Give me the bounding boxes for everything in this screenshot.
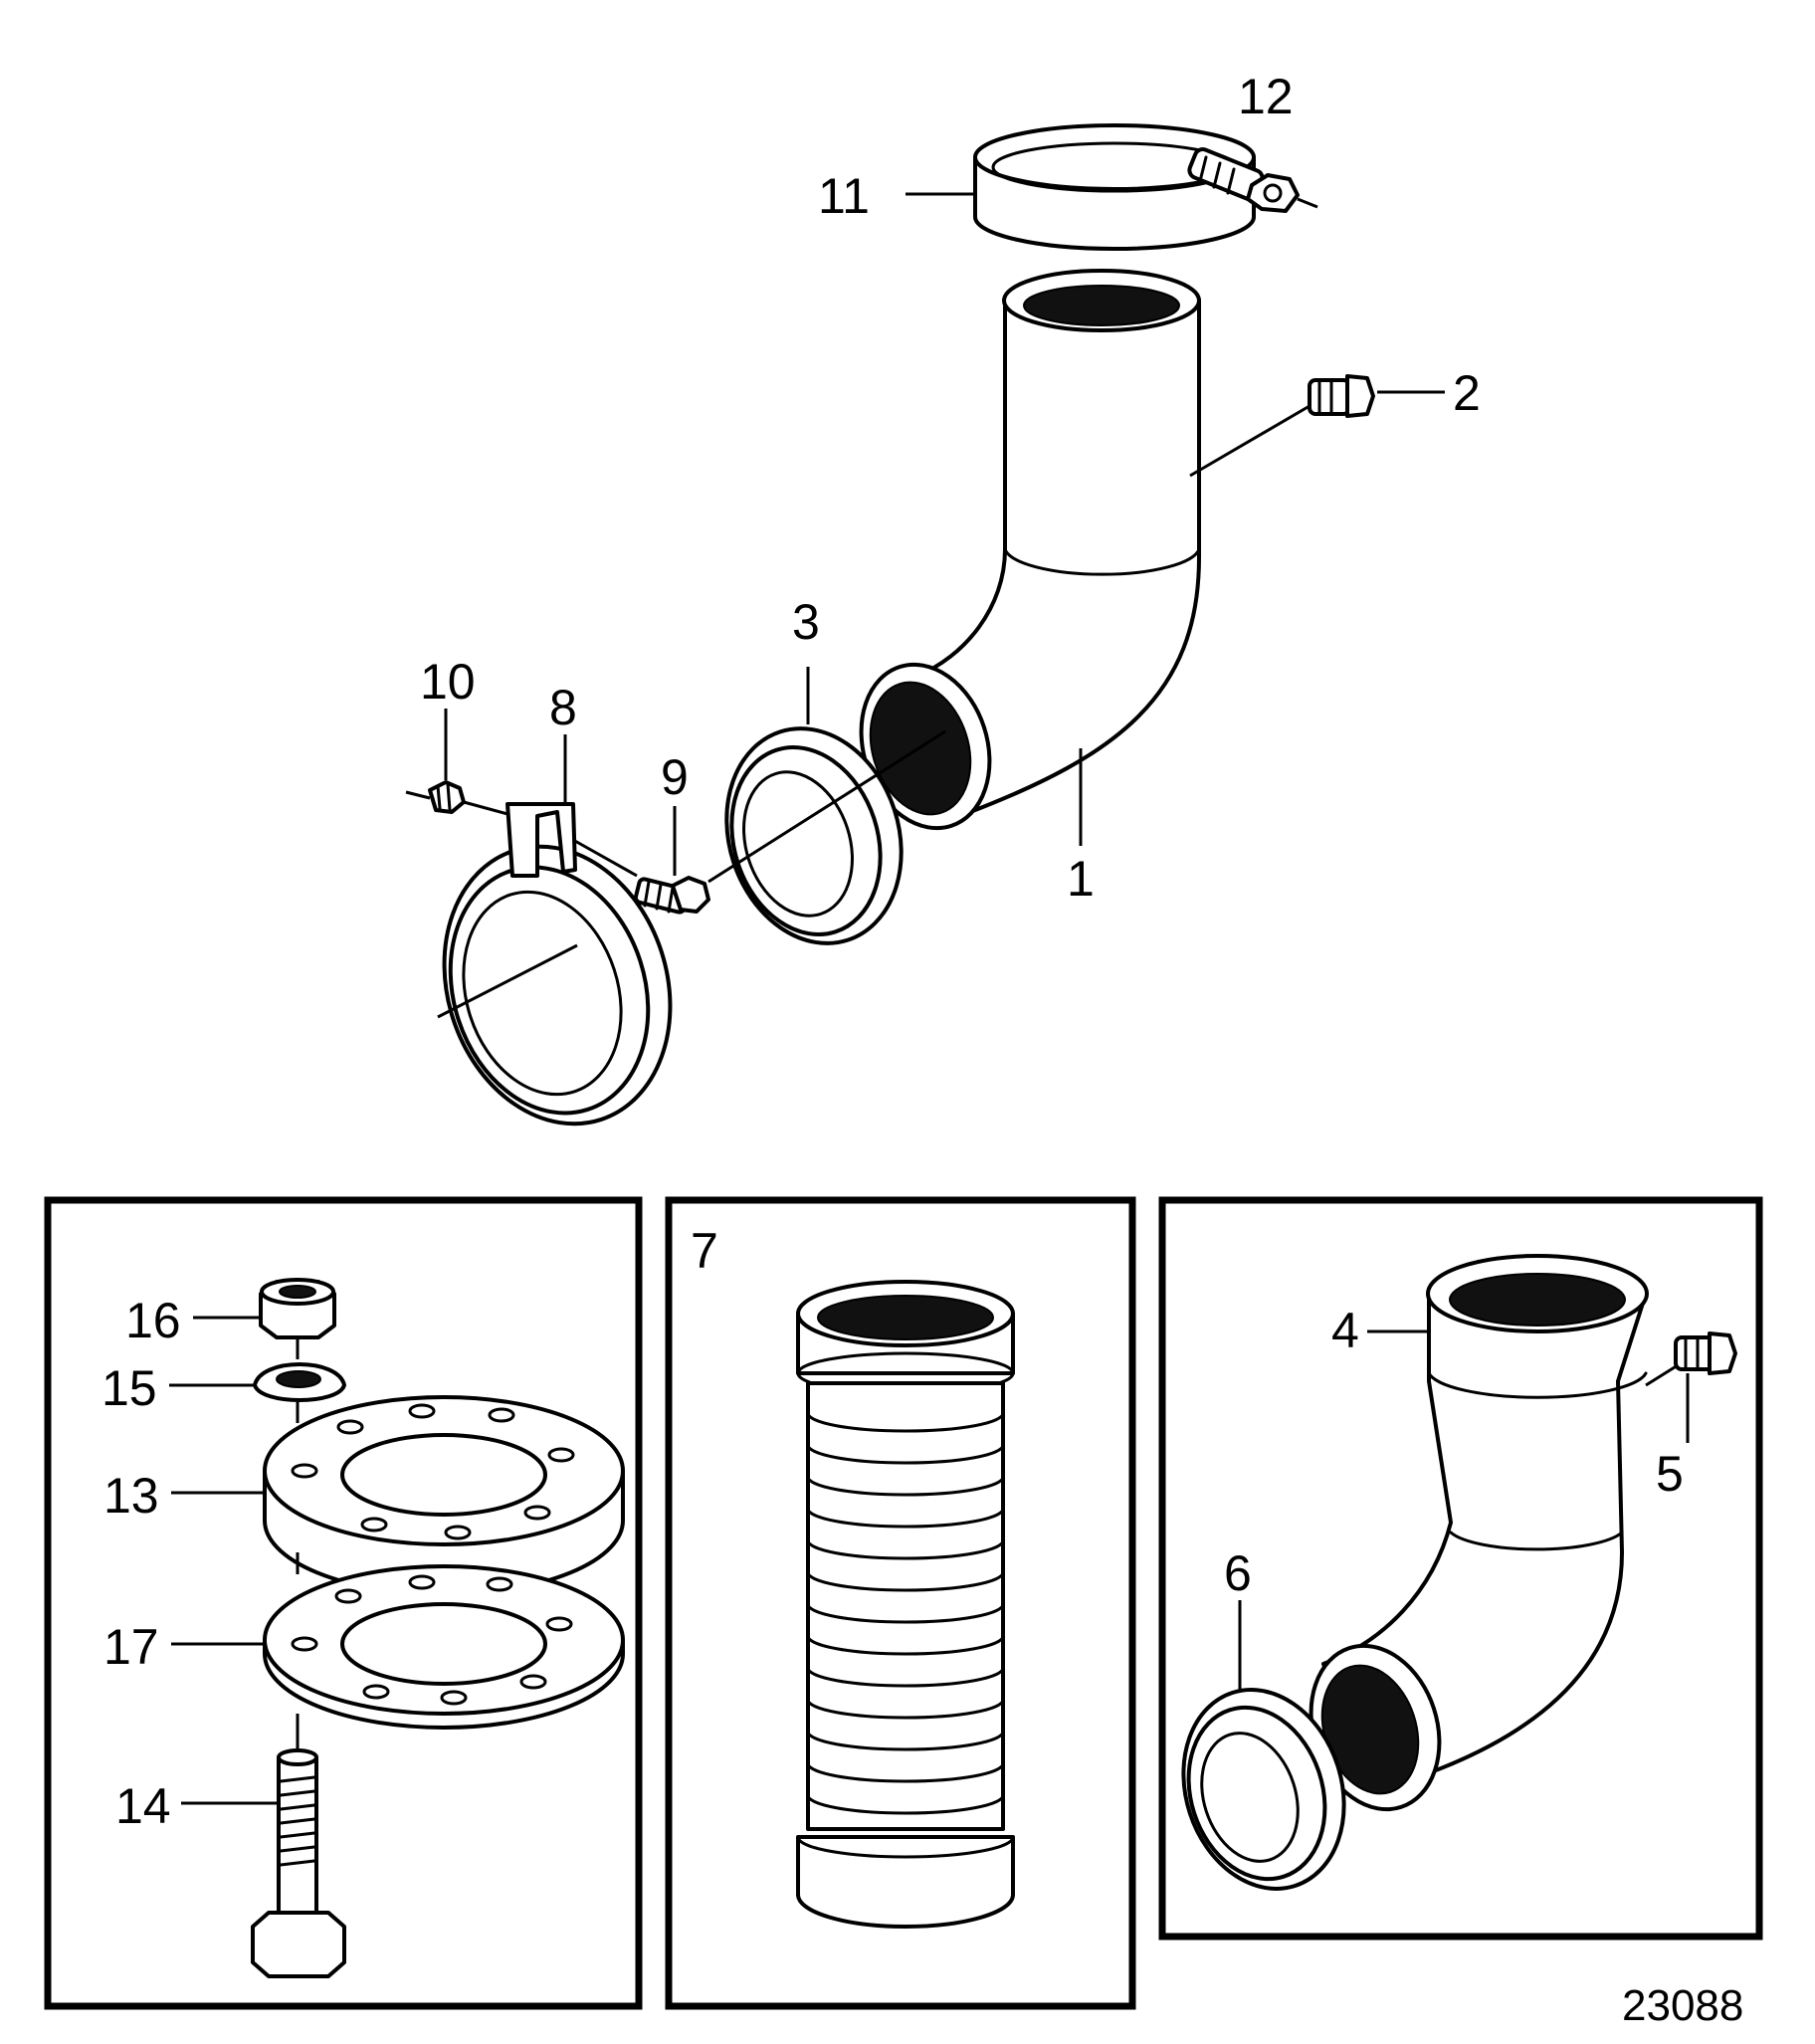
callout-13: 13 — [103, 1468, 159, 1524]
part-12-clamp-screw-nut — [1187, 147, 1318, 213]
part-11-clamp-band — [973, 123, 1256, 251]
part-2-plug — [1308, 374, 1375, 418]
callout-10: 10 — [420, 654, 476, 710]
part-1-exhaust-elbow — [859, 269, 1201, 831]
part-8-v-clamp — [442, 802, 673, 1126]
part-7-bellows — [796, 1280, 1015, 1929]
part-13-flange — [263, 1395, 625, 1596]
callout-4: 4 — [1331, 1303, 1359, 1358]
callout-9: 9 — [661, 749, 689, 805]
part-14-bolt — [251, 1748, 346, 1978]
part-16-nut — [259, 1278, 336, 1339]
detail-frame-bellows — [665, 1196, 1136, 2010]
mounting-leader-lines — [169, 1316, 300, 1805]
callout-6: 6 — [1224, 1545, 1252, 1601]
callout-11: 11 — [818, 168, 870, 224]
callout-7: 7 — [691, 1223, 718, 1279]
top-leader-lines — [405, 192, 1445, 1019]
drawing-number: 23088 — [1622, 1981, 1743, 2030]
part-4-elbow — [1309, 1254, 1649, 1812]
callout-5: 5 — [1656, 1446, 1684, 1502]
part-10-nut — [428, 780, 466, 814]
callout-16: 16 — [125, 1293, 181, 1348]
variant-leader-lines — [1238, 1329, 1690, 1692]
callout-1: 1 — [1067, 851, 1095, 907]
callout-17: 17 — [103, 1619, 159, 1675]
callout-3: 3 — [792, 594, 820, 650]
part-17-gasket — [263, 1564, 625, 1730]
callout-14: 14 — [115, 1778, 171, 1834]
part-15-washer — [253, 1362, 346, 1402]
callout-12: 12 — [1238, 69, 1294, 124]
part-6-seal-ring — [1181, 1688, 1346, 1891]
part-9-bolt — [633, 876, 710, 915]
part-5-plug — [1674, 1331, 1737, 1375]
callout-8: 8 — [549, 680, 577, 735]
detail-frame-mounting — [44, 1196, 643, 2010]
detail-frame-elbow-variant — [1158, 1196, 1763, 1941]
callout-15: 15 — [101, 1360, 157, 1416]
callout-2: 2 — [1453, 365, 1481, 421]
